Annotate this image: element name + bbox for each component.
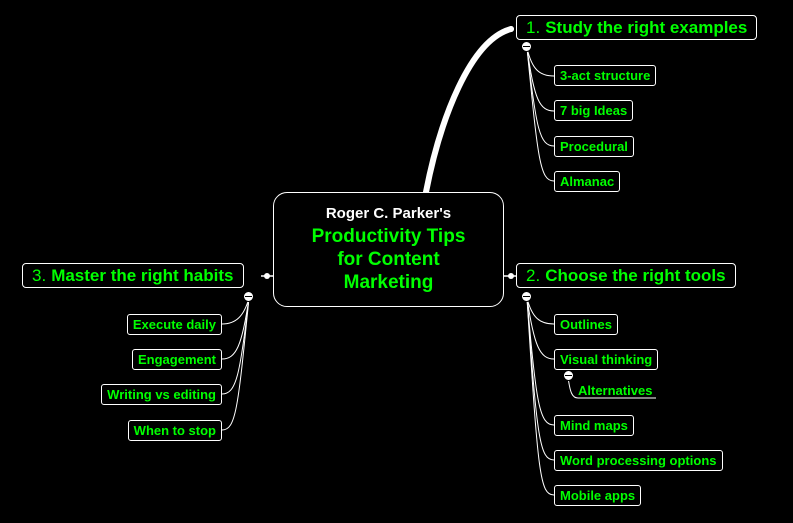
link-b3-c1 — [221, 297, 250, 325]
leaf-mind-maps[interactable]: Mind maps — [554, 415, 634, 436]
central-topic[interactable]: Roger C. Parker's Productivity Tips for … — [273, 192, 504, 307]
collapse-branch2-icon[interactable] — [521, 291, 532, 302]
leaf-mobile-apps[interactable]: Mobile apps — [554, 485, 642, 506]
link-b1-c4 — [526, 47, 555, 182]
leaf-label: When to stop — [133, 423, 216, 438]
leaf-label: Writing vs editing — [107, 387, 216, 402]
leaf-label: Visual thinking — [560, 352, 653, 367]
leaf-execute-daily[interactable]: Execute daily — [126, 314, 222, 335]
branch-number: 1. — [526, 17, 541, 37]
leaf-7-big-ideas[interactable]: 7 big Ideas — [554, 100, 634, 121]
link-dot — [264, 273, 270, 279]
leaf-label: Outlines — [560, 317, 613, 332]
link-b1-c3 — [526, 47, 555, 147]
link-visual-alt — [567, 376, 656, 399]
leaf-label: Word processing options — [560, 453, 717, 468]
leaf-label: Engagement — [137, 352, 216, 367]
leaf-label: 3-act structure — [560, 68, 651, 83]
branch-number: 3. — [32, 265, 47, 285]
branch-label: Study the right examples — [545, 17, 748, 37]
leaf-label: Almanac — [560, 174, 615, 189]
leaf-visual-thinking[interactable]: Visual thinking — [554, 349, 659, 370]
leaf-writing-vs-editing[interactable]: Writing vs editing — [101, 384, 222, 405]
branch-label: Choose the right tools — [545, 265, 726, 285]
leaf-3act-structure[interactable]: 3-act structure — [554, 65, 657, 86]
leaf-label: Procedural — [560, 139, 628, 154]
branch-choose-tools[interactable]: 2. Choose the right tools — [516, 263, 736, 288]
leaf-word-processing[interactable]: Word processing options — [554, 450, 723, 471]
branch-number: 2. — [526, 265, 541, 285]
link-b2-c5 — [526, 297, 555, 496]
leaf-outlines[interactable]: Outlines — [554, 314, 619, 335]
leaf-engagement[interactable]: Engagement — [131, 349, 222, 370]
central-subtitle-line3: Marketing — [343, 272, 434, 293]
leaf-label: 7 big Ideas — [560, 103, 628, 118]
branch-label: Master the right habits — [51, 265, 234, 285]
branch-master-habits[interactable]: 3. Master the right habits — [22, 263, 244, 288]
link-dot — [508, 273, 514, 279]
leaf-alternatives[interactable]: Alternatives — [578, 383, 653, 398]
leaf-almanac[interactable]: Almanac — [554, 171, 621, 192]
collapse-branch1-icon[interactable] — [521, 41, 532, 52]
leaf-label: Execute daily — [132, 317, 216, 332]
leaf-label: Mobile apps — [560, 488, 636, 503]
collapse-branch3-icon[interactable] — [243, 291, 254, 302]
leaf-when-to-stop[interactable]: When to stop — [127, 420, 222, 441]
central-subtitle-line2: for Content — [337, 249, 440, 270]
link-b2-c1 — [526, 297, 555, 325]
central-title: Roger C. Parker's — [325, 205, 452, 222]
branch-study-examples[interactable]: 1. Study the right examples — [516, 15, 758, 40]
link-b2-c2 — [526, 297, 555, 360]
central-subtitle-line1: Productivity Tips — [311, 226, 466, 247]
link-b1-c1 — [526, 47, 555, 77]
link-dot — [508, 26, 514, 32]
link-b3-c4 — [221, 297, 250, 431]
collapse-visual-thinking-icon[interactable] — [563, 370, 574, 381]
leaf-label: Mind maps — [560, 418, 628, 433]
leaf-procedural[interactable]: Procedural — [554, 136, 634, 157]
link-b3-c3 — [221, 297, 250, 395]
link-central-branch1 — [423, 26, 514, 195]
